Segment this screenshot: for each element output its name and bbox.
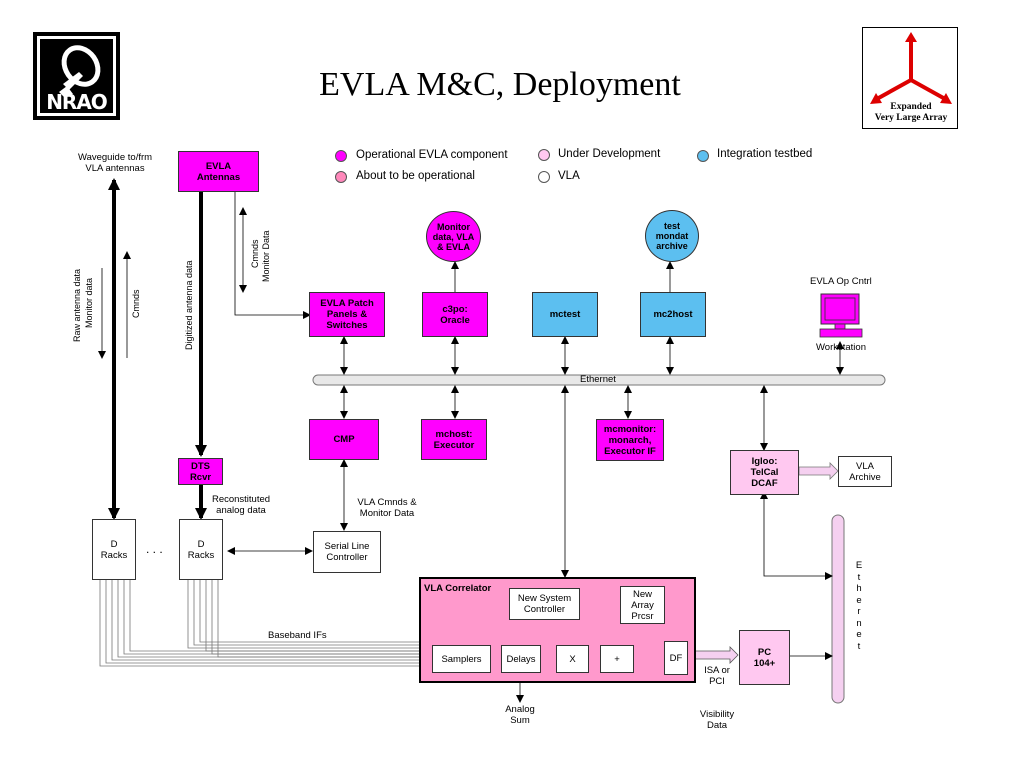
waveguide-label: Waveguide to/frm VLA antennas	[70, 152, 160, 174]
ethernet-horizontal-label: Ethernet	[580, 374, 616, 385]
workstation-icon[interactable]	[818, 292, 864, 340]
serial-line-controller-box[interactable]: Serial Line Controller	[313, 531, 381, 573]
evla-logo-line2: Very Large Array	[874, 113, 948, 123]
cmp-box[interactable]: CMP	[309, 419, 379, 460]
pc104-box[interactable]: PC 104+	[739, 630, 790, 685]
monitor-data-circle[interactable]: Monitor data, VLA & EVLA	[426, 211, 481, 262]
reconstituted-text: Reconstituted analog data	[211, 494, 271, 516]
legend-swatch-operational	[335, 150, 347, 162]
vla-correlator: VLA Correlator New System Controller New…	[419, 577, 696, 683]
delays-box[interactable]: Delays	[501, 645, 541, 673]
x-box[interactable]: X	[556, 645, 589, 673]
digitized-antenna-data-label: Digitized antenna data	[184, 260, 194, 350]
samplers-box[interactable]: Samplers	[432, 645, 491, 673]
analog-sum-label: Analog Sum	[500, 704, 540, 726]
legend-vla: VLA	[558, 170, 580, 182]
plus-box[interactable]: +	[600, 645, 634, 673]
cmnds-near-antennas-label: Cmnds	[250, 239, 260, 268]
page-title: EVLA M&C, Deployment	[319, 66, 681, 103]
visibility-data-text: Visibility Data	[699, 709, 735, 731]
df-box[interactable]: DF	[664, 641, 688, 675]
evla-patch-panels-box[interactable]: EVLA Patch Panels & Switches	[309, 292, 385, 337]
legend-swatch-under-development	[538, 149, 550, 161]
baseband-ifs-label: Baseband IFs	[268, 630, 327, 641]
cmnds-vertical-label: Cmnds	[131, 289, 141, 318]
vla-cmnds-label: VLA Cmnds & Monitor Data	[352, 497, 422, 519]
c3po-oracle-box[interactable]: c3po: Oracle	[422, 292, 488, 337]
igloo-box[interactable]: Igloo: TelCal DCAF	[730, 450, 799, 495]
legend-integration-testbed: Integration testbed	[717, 148, 813, 160]
correlator-title: VLA Correlator	[424, 583, 492, 594]
evla-logo: Expanded Very Large Array	[862, 27, 958, 129]
visibility-data-label: Visibility Data	[692, 709, 742, 731]
mctest-box[interactable]: mctest	[532, 292, 598, 337]
mc2host-box[interactable]: mc2host	[640, 292, 706, 337]
dts-rcvr-box[interactable]: DTS Rcvr	[178, 458, 223, 485]
nrao-logo: NRAO	[33, 32, 120, 120]
star-array-icon	[870, 32, 952, 104]
monitor-data-vertical-label: Monitor data	[84, 277, 94, 328]
nrao-logo-text: NRAO	[46, 90, 108, 114]
isa-pci-text: ISA or PCI	[704, 665, 730, 687]
raw-antenna-data-label: Raw antenna data	[72, 268, 82, 342]
isa-pci-label: ISA or PCI	[702, 665, 732, 687]
legend-about-to-be-operational: About to be operational	[356, 170, 475, 182]
waveguide-text: Waveguide to/frm VLA antennas	[77, 152, 153, 174]
new-array-prcsr-box[interactable]: New Array Prcsr	[620, 586, 665, 624]
d-racks-1-box[interactable]: D Racks	[92, 519, 136, 580]
mcmonitor-box[interactable]: mcmonitor: monarch, Executor IF	[596, 419, 664, 461]
legend-swatch-about	[335, 171, 347, 183]
workstation-label: Workstation	[816, 342, 866, 353]
evla-logo-line1: Expanded	[890, 102, 932, 112]
ethernet-vertical-label: E t h e r n e t	[855, 560, 863, 652]
evla-op-cntrl-label: EVLA Op Cntrl	[810, 276, 872, 287]
legend-swatch-testbed	[697, 150, 709, 162]
legend-swatch-vla	[538, 171, 550, 183]
ellipsis-label: . . .	[146, 542, 163, 556]
d-racks-2-box[interactable]: D Racks	[179, 519, 223, 580]
legend-operational: Operational EVLA component	[356, 149, 508, 161]
evla-antennas-box[interactable]: EVLA Antennas	[178, 151, 259, 192]
vla-archive-box[interactable]: VLA Archive	[838, 456, 892, 487]
vla-cmnds-text: VLA Cmnds & Monitor Data	[357, 497, 417, 519]
mchost-executor-box[interactable]: mchost: Executor	[421, 419, 487, 460]
new-system-controller-box[interactable]: New System Controller	[509, 588, 580, 620]
radio-telescope-icon	[37, 36, 116, 116]
analog-sum-text: Analog Sum	[505, 704, 535, 726]
monitor-data-near-antennas-label: Monitor Data	[261, 230, 271, 282]
reconstituted-label: Reconstituted analog data	[204, 494, 278, 516]
legend-under-development: Under Development	[558, 148, 661, 160]
test-mondat-archive-circle[interactable]: test mondat archive	[645, 210, 699, 262]
